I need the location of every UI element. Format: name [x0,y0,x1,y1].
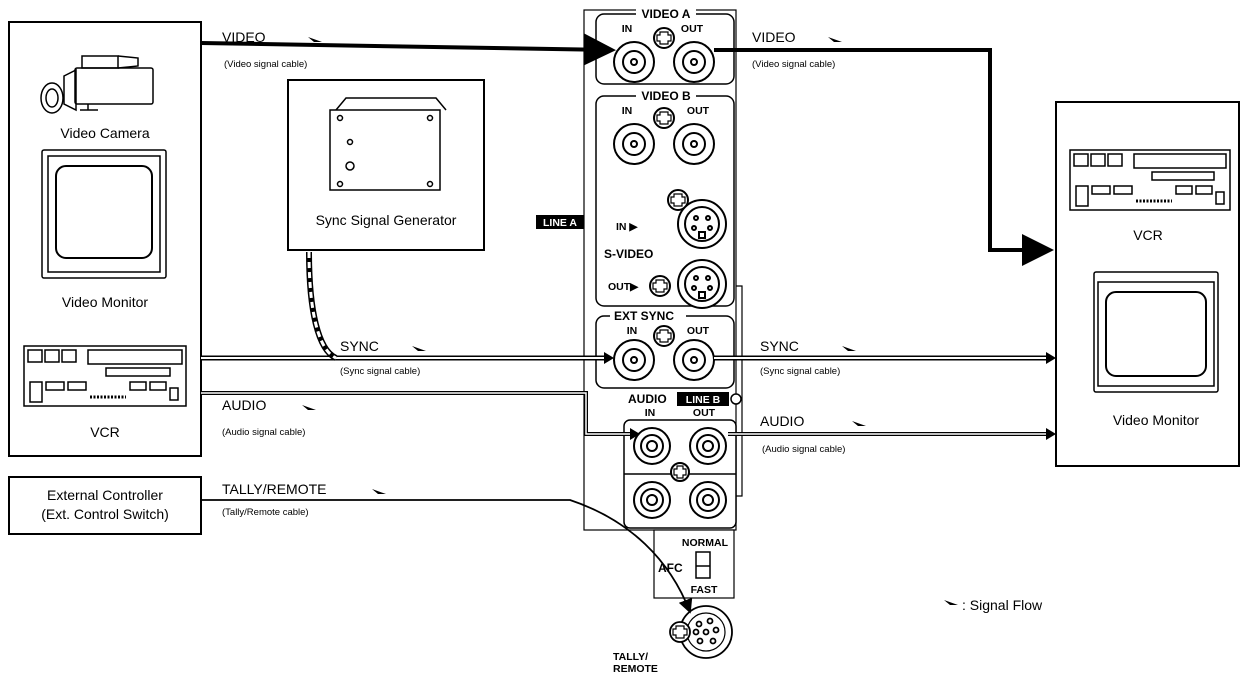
s-video-out-label: OUT▶ [608,281,639,293]
controller-label-2: (Ext. Control Switch) [41,506,169,522]
signal-flow-legend-icon [928,600,958,605]
audio-out-cable-label: (Audio signal cable) [762,444,845,455]
video-a-title: VIDEO A [642,7,691,21]
tally-label-2: REMOTE [613,663,658,675]
video-b-title: VIDEO B [641,89,691,103]
audio-in-cable [201,391,640,440]
sync-out-cable-label: (Sync signal cable) [760,366,840,377]
ext-sync-title: EXT SYNC [614,309,674,323]
tally-cable-label: (Tally/Remote cable) [222,507,309,518]
video-camera-icon [40,55,154,114]
vcr-right-icon [1069,149,1231,211]
audio-in-label: AUDIO [222,397,266,413]
camera-label: Video Camera [60,125,149,141]
tally-label-1: TALLY/ [613,651,648,663]
video-monitor-icon [41,149,167,279]
destination-devices-box [1055,101,1240,467]
controller-label-1: External Controller [47,487,163,503]
line-b-indicator [730,393,742,405]
line-b-label: LINE B [686,394,721,406]
ext-sync-out-label: OUT [687,325,710,337]
video-a-out-label: OUT [681,23,704,35]
line-a-badge [536,215,584,229]
audio-out-label: OUT [693,407,716,419]
tally-remote-cable [201,499,693,614]
tally-cable-title: TALLY/REMOTE [222,481,327,497]
sync-out-label: SYNC [760,338,799,354]
signal-flow-legend: : Signal Flow [962,597,1043,613]
signal-flow-arrows [286,37,866,494]
video-in-cable-label: (Video signal cable) [224,59,307,70]
sync-in-cable [201,352,614,364]
afc-switch[interactable] [695,551,711,579]
audio-out-label: AUDIO [760,413,804,429]
line-b-badge [677,392,729,406]
sync-generator-icon [329,97,447,191]
sync-generator-label: Sync Signal Generator [316,212,457,228]
s-video-in-label: IN ▶ [616,221,638,233]
video-out-label: VIDEO [752,29,796,45]
audio-out-cable [728,428,1056,440]
sync-in-cable-label: (Sync signal cable) [340,366,420,377]
audio-title: AUDIO [628,392,667,406]
sync-generator-box [287,79,485,251]
external-controller-box [8,476,202,535]
video-b-in-label: IN [622,105,633,117]
video-out-cable [714,48,1054,266]
s-video-title: S-VIDEO [604,247,653,261]
monitor-right-icon [1093,271,1219,393]
vcr-left-label: VCR [90,424,120,440]
afc-fast-label: FAST [691,584,718,596]
line-a-label: LINE A [543,217,577,229]
video-in-cable [200,33,616,66]
monitor-left-label: Video Monitor [62,294,148,310]
audio-in-cable-label: (Audio signal cable) [222,427,305,438]
video-b-out-label: OUT [687,105,710,117]
afc-normal-label: NORMAL [682,537,729,549]
audio-in-label: IN [645,407,656,419]
video-out-cable-label: (Video signal cable) [752,59,835,70]
video-in-label: VIDEO [222,29,266,45]
sync-in-label: SYNC [340,338,379,354]
monitor-right-label: Video Monitor [1113,412,1199,428]
source-devices-box [8,21,202,457]
video-a-in-label: IN [622,23,633,35]
vcr-right-label: VCR [1133,227,1163,243]
vcr-icon [23,345,187,407]
sync-out-cable [714,352,1056,364]
afc-switch-panel [653,529,735,599]
ext-sync-in-label: IN [627,325,638,337]
